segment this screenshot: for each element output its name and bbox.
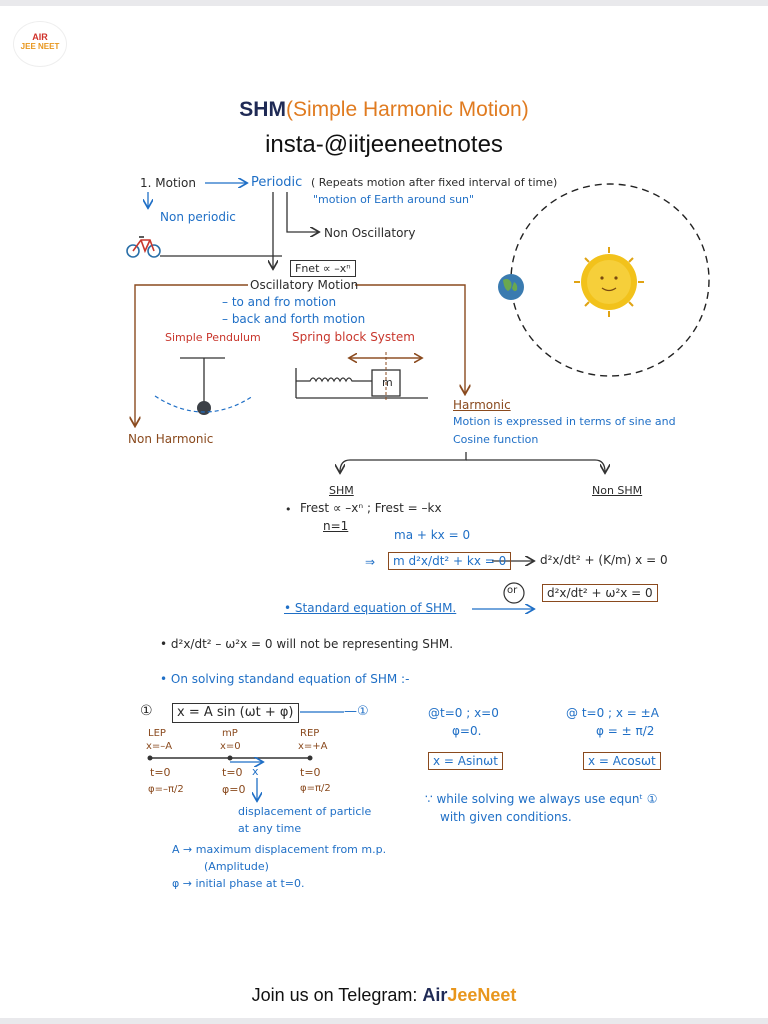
top-border <box>0 0 768 6</box>
shm-label: SHM <box>329 484 354 497</box>
harmonic-def-1: Motion is expressed in terms of sine and <box>453 415 676 428</box>
arrow-non-oscillatory <box>286 192 318 232</box>
standard-equation-box: d²x/dt² + ω²x = 0 <box>542 584 658 603</box>
or-circle <box>503 582 525 604</box>
while-line1: ∵ while solving we always use equnᵗ ① <box>425 792 658 806</box>
displacement-line1: displacement of particle <box>238 805 372 818</box>
non-periodic-label: Non periodic <box>160 210 236 224</box>
lep-label: LEP <box>148 728 166 739</box>
bottom-border <box>0 1018 768 1024</box>
earth-icon <box>498 274 524 300</box>
periodic-definition: ( Repeats motion after fixed interval of… <box>311 176 558 189</box>
phi-rep: φ=π/2 <box>300 783 331 794</box>
non-oscillatory-label: Non Oscillatory <box>324 226 416 240</box>
footer-text: Join us on Telegram: <box>251 985 423 1005</box>
arrow-non-harmonic <box>135 284 248 425</box>
rep-x: x=+A <box>298 741 328 752</box>
t0-mp: t=0 <box>222 766 243 779</box>
page-title: SHM(Simple Harmonic Motion) <box>0 98 768 122</box>
brand-logo: AIR JEE NEET <box>14 22 66 66</box>
ma-kx-eq: ma + kx = 0 <box>394 528 471 542</box>
pendulum-bob <box>197 401 211 415</box>
footer-brand-air[interactable]: Air <box>422 985 448 1005</box>
bicycle-icon <box>126 236 161 258</box>
phi-mp: φ=0 <box>222 783 246 796</box>
boxed-equation: m d²x/dt² + kx = 0 <box>388 552 512 571</box>
amplitude-line2: (Amplitude) <box>204 860 269 873</box>
page-subtitle: insta-@iitjeeneetnotes <box>265 131 503 158</box>
periodic-label: Periodic <box>251 175 303 190</box>
spring <box>296 377 372 383</box>
solution-number: ① <box>140 703 153 719</box>
arrow-shm <box>340 452 467 472</box>
simple-pendulum-label: Simple Pendulum <box>165 331 261 344</box>
footer: Join us on Telegram: AirJeeNeet <box>0 985 768 1006</box>
harmonic-label: Harmonic <box>453 398 511 412</box>
amplitude-line1: A → maximum displacement from m.p. <box>172 843 387 856</box>
pendulum-arc <box>154 395 254 413</box>
case2-box: x = Acosωt <box>583 752 661 771</box>
case1-line2: φ=0. <box>452 724 482 738</box>
lep-x: x=–A <box>146 741 173 752</box>
motion-label: 1. Motion <box>140 176 196 190</box>
sun-icon <box>574 247 644 317</box>
solution-box: x = A sin (ωt + φ) <box>172 703 299 723</box>
footer-brand-jeeneet[interactable]: JeeNeet <box>447 985 517 1005</box>
case1-line1: @t=0 ; x=0 <box>428 706 499 720</box>
n-equals-1: n=1 <box>323 519 349 533</box>
phi-lep: φ=–π/2 <box>148 784 184 795</box>
t0-lep: t=0 <box>150 766 171 779</box>
non-harmonic-label: Non Harmonic <box>128 432 214 446</box>
title-full: (Simple Harmonic Motion) <box>285 98 529 121</box>
frest-line: Frest ∝ –xⁿ ; Frest = –kx <box>300 501 442 515</box>
case2-line2: φ = ± π/2 <box>596 724 655 738</box>
non-shm-label: Non SHM <box>592 484 643 497</box>
arrow-harmonic <box>355 284 465 393</box>
on-solving-note: • On solving standand equation of SHM :- <box>160 672 410 686</box>
mass-label: m <box>382 376 393 389</box>
solution-ref: —① <box>344 704 369 719</box>
standard-equation-label: • Standard equation of SHM. <box>284 601 457 615</box>
mp-x: x=0 <box>220 741 241 752</box>
logo-line1: AIR <box>32 32 48 42</box>
to-fro-label: – to and fro motion <box>222 295 337 309</box>
logo-line2: JEE NEET <box>20 42 60 51</box>
implies: ⇒ <box>365 555 376 569</box>
x-mark: x <box>252 765 259 778</box>
phase-line: φ → initial phase at t=0. <box>172 877 305 890</box>
harmonic-def-2: Cosine function <box>453 433 539 446</box>
not-shm-note: • d²x/dt² – ω²x = 0 will not be represen… <box>160 637 454 651</box>
case1-box: x = Asinωt <box>428 752 503 771</box>
earth-example: "motion of Earth around sun" <box>313 193 475 206</box>
title-shm: SHM <box>239 98 286 121</box>
while-line2: with given conditions. <box>440 810 572 824</box>
displacement-line2: at any time <box>238 822 302 835</box>
oscillatory-label: Oscillatory Motion <box>250 278 359 292</box>
or-label: or <box>507 585 518 596</box>
case2-line1: @ t=0 ; x = ±A <box>566 706 659 720</box>
spring-block-label: Spring block System <box>292 330 415 344</box>
eq-k-over-m: d²x/dt² + (K/m) x = 0 <box>540 553 668 567</box>
mp-label: mP <box>222 728 238 739</box>
back-forth-label: – back and forth motion <box>222 312 366 326</box>
fnet-box: Fnet ∝ –xⁿ <box>290 260 356 278</box>
rep-label: REP <box>300 728 320 739</box>
arrow-non-shm <box>466 459 605 472</box>
t0-rep: t=0 <box>300 766 321 779</box>
